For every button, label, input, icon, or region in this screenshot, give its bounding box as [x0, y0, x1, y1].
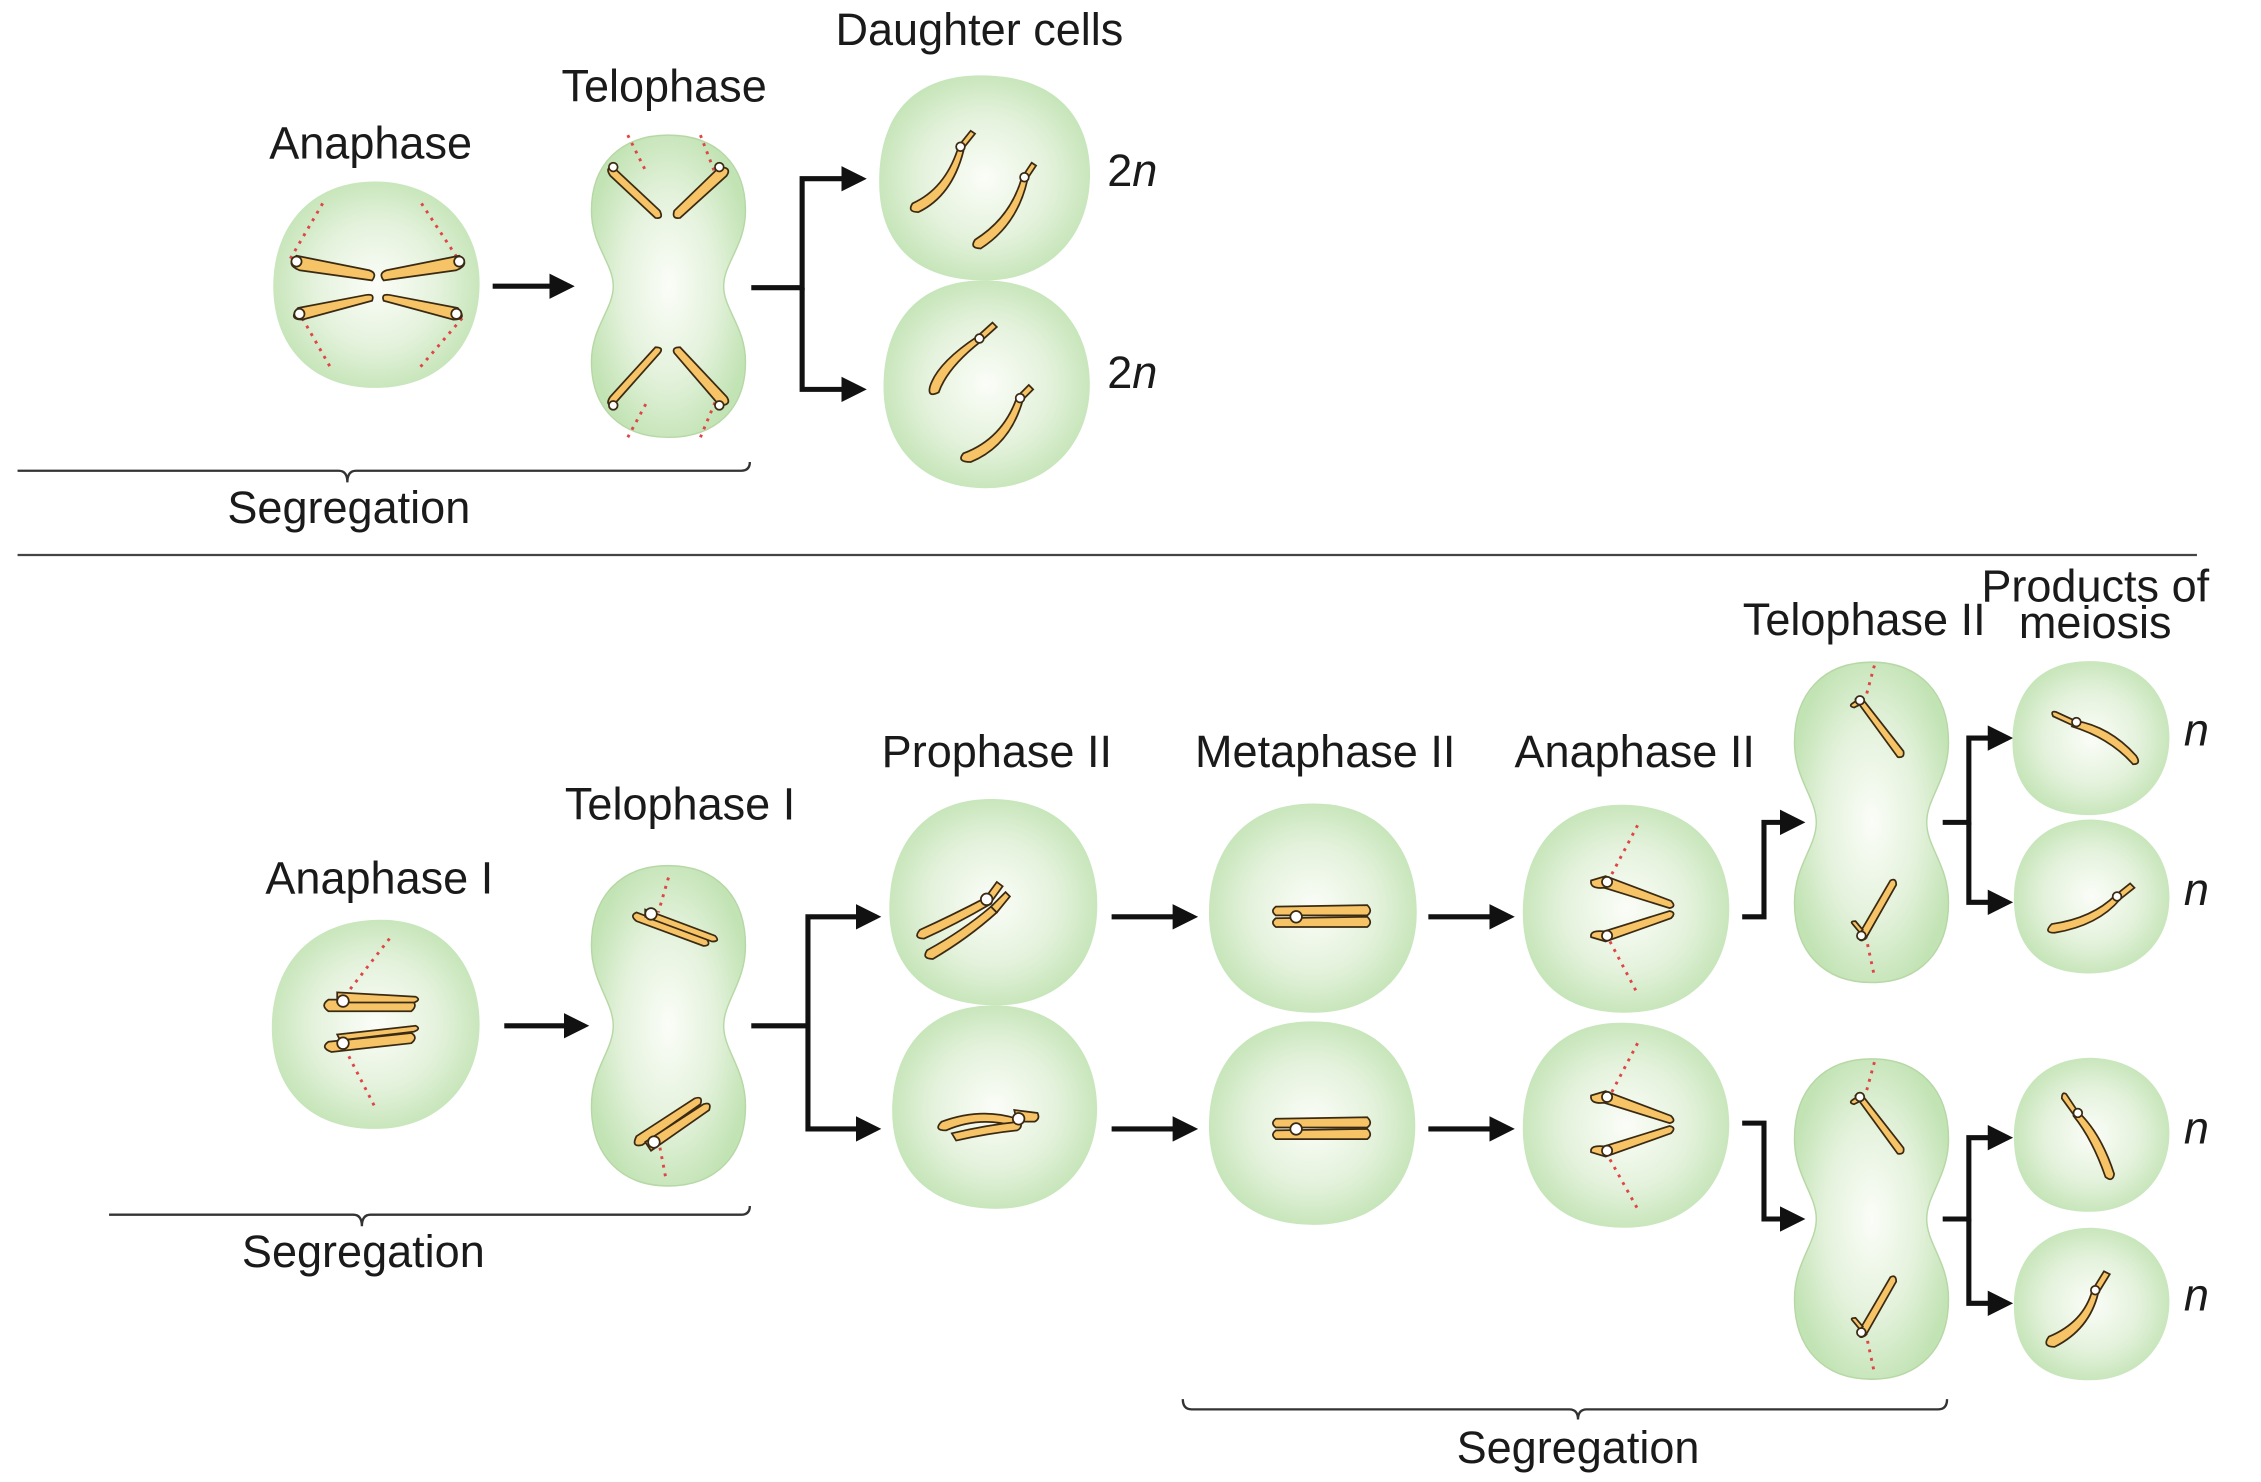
prophase-ii-cell [889, 798, 1098, 1006]
branch-arrow [751, 165, 867, 403]
metaphase-ii-cell [1208, 803, 1417, 1013]
anaphase-ii-cell [1522, 1022, 1730, 1228]
spindle-fibers [286, 202, 464, 370]
ploidy-label: 2n [1107, 347, 1157, 398]
anaphase-ii-label: Anaphase II [1514, 726, 1754, 777]
anaphase-ii-cell [1522, 804, 1730, 1013]
segregation-brace [1181, 1399, 1949, 1420]
segregation-brace [17, 461, 751, 483]
segregation-brace [109, 1205, 751, 1227]
step-arrow [1742, 809, 1806, 1232]
mitosis-anaphase-label: Anaphase [269, 117, 472, 168]
segregation-label: Segregation [227, 482, 470, 533]
product-ploidy-label: n [2184, 1102, 2209, 1153]
telophase-ii-cell [1793, 1058, 1950, 1380]
segregation-label: Segregation [1457, 1422, 1700, 1473]
daughter-cell [883, 280, 1090, 489]
product-ploidy-label: n [2184, 864, 2209, 915]
mitosis-telophase-label: Telophase [561, 61, 766, 112]
anaphase-i-cell [271, 919, 480, 1129]
products-label-line1: Products of [1981, 561, 2209, 612]
ploidy-label: 2n [1107, 145, 1157, 196]
daughter-cell [879, 75, 1091, 281]
daughter-cells-label: Daughter cells [835, 4, 1123, 55]
product-ploidy-label: n [2184, 1270, 2209, 1321]
chromosome [290, 254, 466, 321]
telophase-ii-cell [1793, 661, 1950, 984]
segregation-label: Segregation [242, 1226, 485, 1277]
product-cell [2012, 661, 2170, 816]
telophase-ii-label: Telophase II [1743, 594, 1986, 645]
product-ploidy-label: n [2184, 704, 2209, 755]
product-cell [2013, 819, 2170, 974]
product-cell [2013, 1227, 2170, 1381]
products-label-line2: meiosis [2019, 597, 2172, 648]
prophase-ii-cell [892, 1005, 1098, 1209]
anaphase-i-label: Anaphase I [265, 853, 493, 904]
mitosis-anaphase-cell [273, 181, 480, 388]
mitosis-telophase-cell [590, 134, 747, 439]
branch-arrow [1942, 725, 2014, 1317]
metaphase-ii-cell [1208, 1021, 1416, 1225]
metaphase-ii-label: Metaphase II [1195, 726, 1455, 777]
branch-arrow [751, 904, 882, 1142]
telophase-i-cell [590, 864, 747, 1187]
telophase-i-label: Telophase I [565, 778, 795, 829]
product-cell [2013, 1057, 2170, 1212]
prophase-ii-label: Prophase II [882, 726, 1112, 777]
